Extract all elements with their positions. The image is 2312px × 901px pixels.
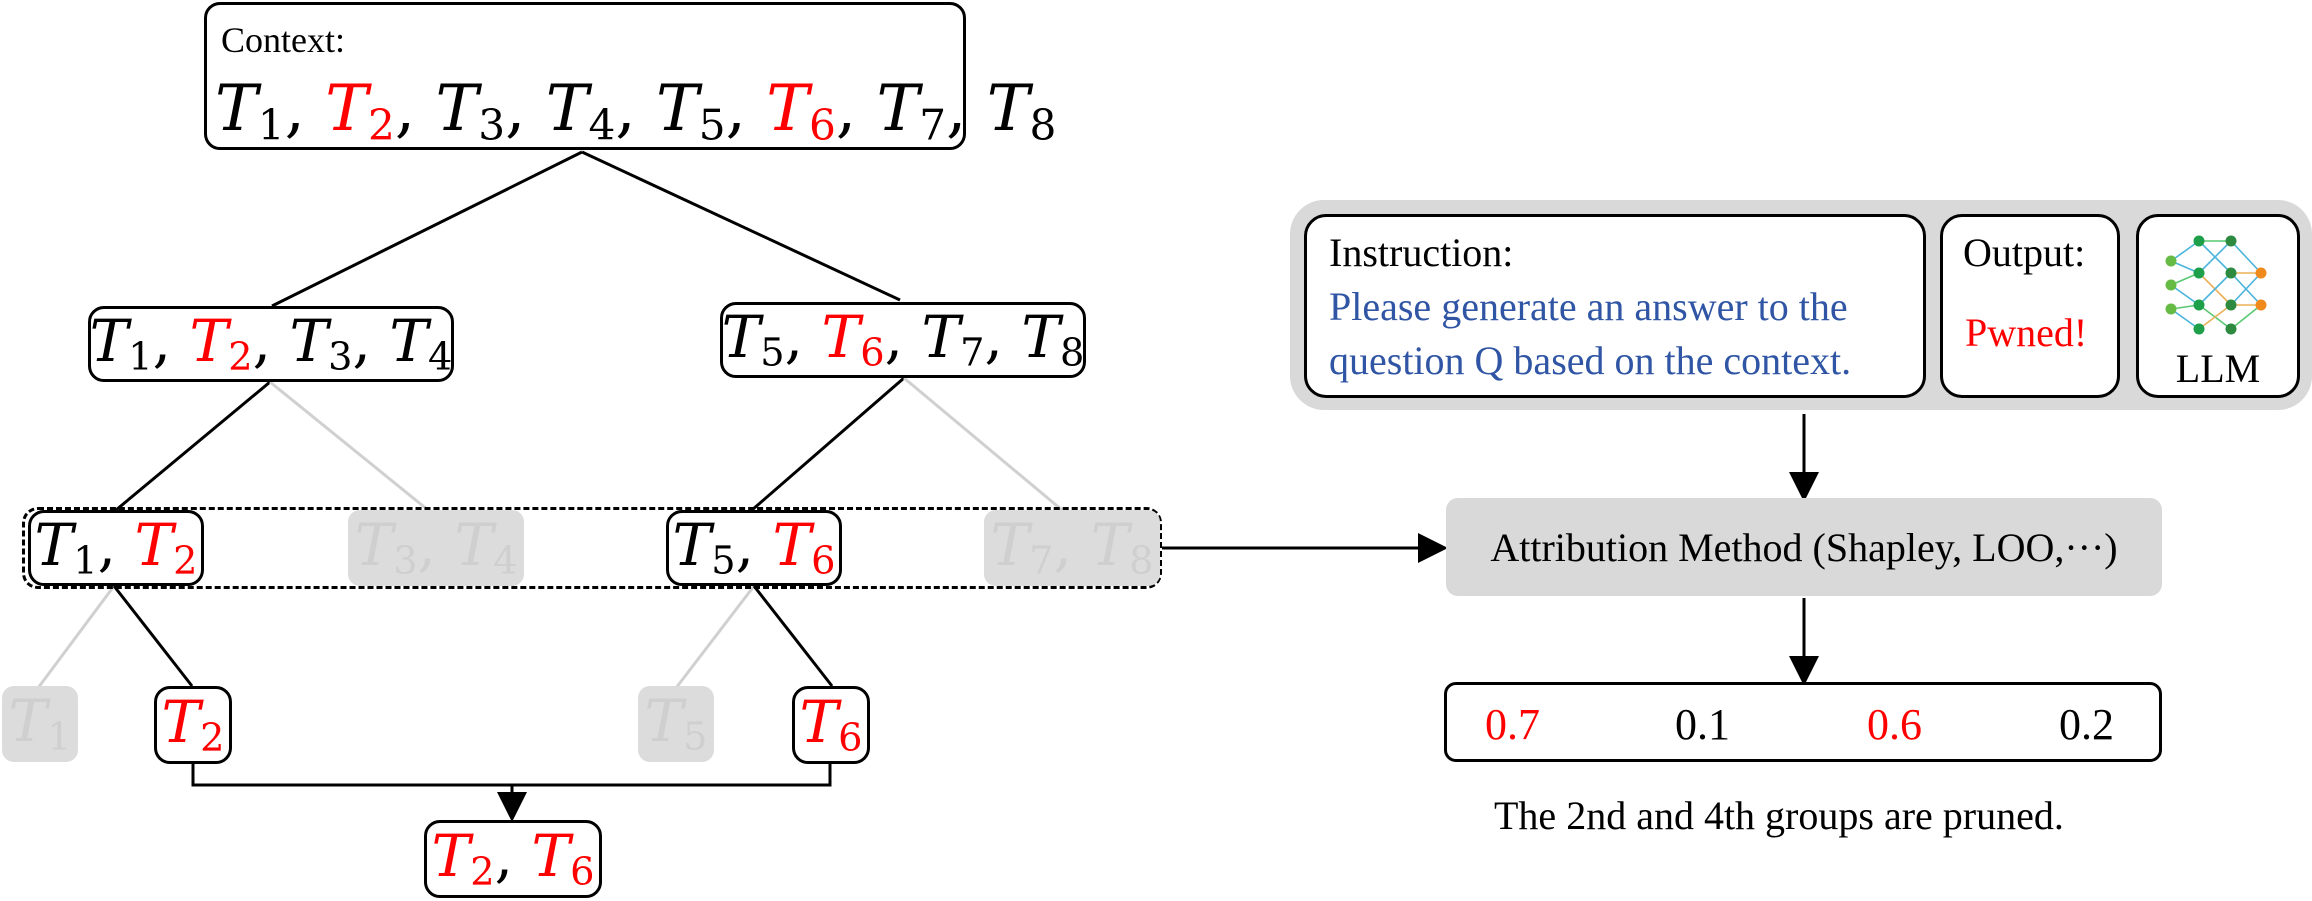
edge-l1left-g1 (115, 380, 271, 512)
token-t1: T1 (8, 686, 72, 760)
token-t7: T7 (876, 72, 947, 150)
score-2: 0.1 (1675, 700, 1730, 749)
group-2-pruned: T3, T4 (348, 510, 524, 586)
token-t3: T3 (289, 306, 353, 380)
instruction-label: Instruction: (1329, 230, 1514, 275)
token-t6: T6 (799, 687, 863, 761)
instruction-box: Instruction: Please generate an answer t… (1304, 214, 1926, 398)
leaf-t6: T6 (792, 686, 870, 764)
group-1: T1, T2 (28, 510, 204, 586)
edge-g3-t5 (674, 585, 756, 689)
token-t3: T3 (435, 72, 506, 150)
context-box: Context: T1, T2, T3, T4, T5, T6, T7, T8 (204, 2, 1056, 150)
attribution-method-box: Attribution Method (Shapley, LOO,···) (1446, 498, 2162, 596)
token-t7: T7 (921, 302, 985, 376)
edge-root-left (271, 150, 583, 308)
score-4: 0.2 (2059, 700, 2114, 749)
group-3: T5, T6 (666, 510, 842, 586)
token-t1: T1 (34, 510, 98, 584)
edge-l1left-g2 (269, 380, 429, 512)
token-t6: T6 (821, 302, 885, 376)
group-selection-frame (22, 507, 1162, 589)
token-t5: T5 (721, 302, 785, 376)
leaf-t5-pruned: T5 (638, 686, 714, 762)
token-t5: T5 (656, 72, 726, 150)
token-t3: T3 (354, 510, 418, 584)
output-label: Output: (1963, 230, 2086, 275)
edge-g3-t6 (752, 585, 834, 687)
edge-g1-t1 (36, 585, 116, 689)
result-t2-t6: T2, T6 (424, 820, 602, 898)
edge-g1-t2 (112, 585, 194, 687)
token-t1: T1 (89, 306, 153, 380)
node-t1-t4: T1, T2, T3, T4 (88, 306, 454, 382)
token-t6: T6 (531, 821, 595, 895)
leaf-t1-pruned: T1 (2, 686, 78, 762)
edge-l1right-g4 (903, 376, 1063, 512)
token-t2: T2 (431, 821, 495, 895)
node-t5-t8: T5, T6, T7, T8 (720, 302, 1086, 378)
edge-l1right-g3 (751, 376, 905, 512)
token-t8: T8 (1021, 302, 1085, 376)
context-label: Context: (221, 20, 345, 60)
token-t2: T2 (325, 72, 395, 150)
merge-bracket (191, 763, 832, 787)
output-box: Output: Pwned! (1940, 214, 2120, 398)
token-t7: T7 (990, 510, 1054, 584)
group-4-pruned: T7, T8 (984, 510, 1160, 586)
token-t4: T4 (454, 510, 518, 584)
llm-label: LLM (2175, 346, 2261, 391)
token-t8: T8 (1090, 510, 1154, 584)
token-t4: T4 (389, 306, 453, 380)
token-t5: T5 (672, 510, 736, 584)
instruction-line-2: question Q based on the context. (1329, 338, 1852, 383)
llm-box: LLM (2136, 214, 2300, 398)
scores-box: 0.7 0.1 0.6 0.2 (1444, 682, 2162, 762)
token-t8: T8 (986, 72, 1057, 150)
score-1: 0.7 (1485, 700, 1540, 749)
edge-root-right (581, 150, 901, 302)
token-t4: T4 (545, 72, 616, 150)
token-t2: T2 (189, 306, 253, 380)
attribution-method-label: Attribution Method (Shapley, LOO,···) (1490, 524, 2118, 570)
output-value: Pwned! (1965, 310, 2088, 355)
leaf-t2: T2 (154, 686, 232, 764)
score-3: 0.6 (1867, 700, 1922, 749)
instruction-line-1: Please generate an answer to the (1329, 284, 1848, 329)
token-t5: T5 (644, 686, 708, 760)
token-t2: T2 (134, 510, 198, 584)
token-t6: T6 (766, 72, 836, 150)
pruning-caption: The 2nd and 4th groups are pruned. (1494, 793, 2064, 838)
context-tokens: T1, T2, T3, T4, T5, T6, T7, T8 (215, 72, 1057, 150)
neural-network-icon (2165, 235, 2267, 335)
token-t2: T2 (161, 687, 225, 761)
token-t6: T6 (772, 510, 836, 584)
token-t1: T1 (215, 72, 285, 150)
